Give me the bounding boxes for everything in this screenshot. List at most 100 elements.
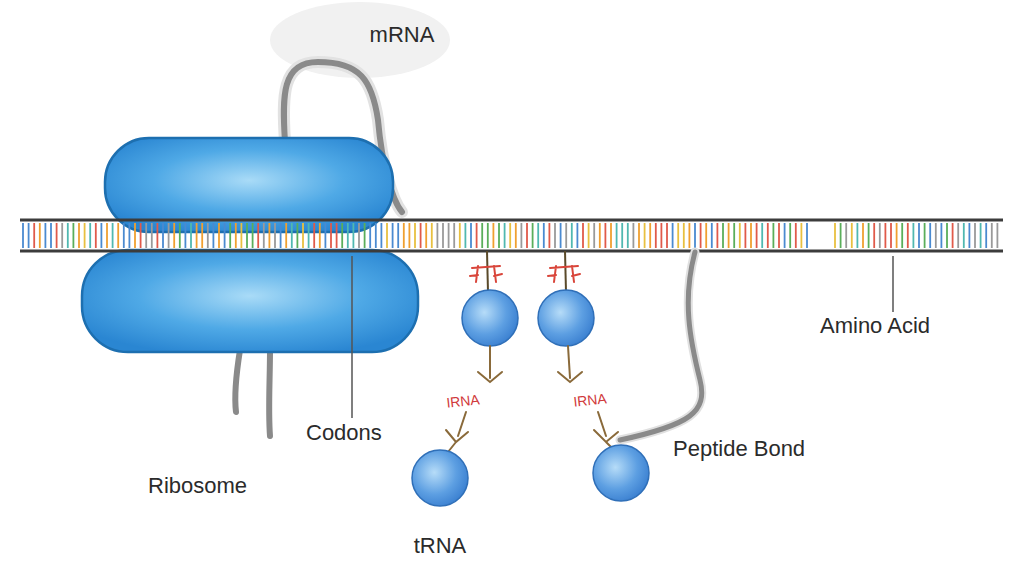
base-tick bbox=[638, 223, 640, 248]
base-tick bbox=[694, 223, 696, 248]
anticodon-mark bbox=[470, 266, 502, 282]
base-tick bbox=[661, 223, 663, 248]
base-tick bbox=[207, 223, 209, 248]
base-tick bbox=[168, 223, 170, 248]
molecule-label: mRNA bbox=[370, 24, 435, 46]
part-label: Peptide Bond bbox=[673, 438, 805, 460]
base-tick bbox=[717, 223, 719, 248]
base-tick bbox=[420, 223, 422, 248]
base-tick bbox=[470, 223, 472, 248]
part-label: Codons bbox=[306, 422, 382, 444]
base-tick bbox=[492, 223, 494, 248]
base-tick bbox=[397, 223, 399, 248]
trna-tag: IRNA bbox=[573, 391, 608, 408]
base-tick bbox=[212, 223, 214, 248]
trna-stalk bbox=[487, 251, 488, 292]
ribosome-small-subunit bbox=[105, 138, 393, 232]
base-tick bbox=[935, 223, 937, 248]
base-tick bbox=[442, 223, 444, 248]
base-tick bbox=[750, 223, 752, 248]
base-tick bbox=[773, 223, 775, 248]
base-tick bbox=[554, 223, 556, 248]
base-tick bbox=[504, 223, 506, 248]
base-tick bbox=[840, 223, 842, 248]
base-tick bbox=[476, 223, 478, 248]
base-tick bbox=[22, 223, 24, 248]
mrna-backbone bbox=[20, 250, 1003, 253]
base-tick bbox=[672, 223, 674, 248]
base-tick bbox=[621, 223, 623, 248]
base-tick bbox=[745, 223, 747, 248]
base-tick bbox=[285, 223, 287, 248]
base-tick bbox=[162, 223, 164, 248]
base-tick bbox=[89, 223, 91, 248]
base-tick bbox=[728, 223, 730, 248]
base-tick bbox=[101, 223, 103, 248]
anticodon-mark bbox=[548, 266, 580, 282]
base-tick bbox=[84, 223, 86, 248]
base-tick bbox=[845, 223, 847, 248]
base-tick bbox=[336, 223, 338, 248]
base-tick bbox=[677, 223, 679, 248]
base-tick bbox=[184, 223, 186, 248]
base-tick bbox=[946, 223, 948, 248]
base-tick bbox=[369, 223, 371, 248]
base-tick bbox=[885, 223, 887, 248]
base-tick bbox=[633, 223, 635, 248]
base-tick bbox=[543, 223, 545, 248]
base-tick bbox=[117, 223, 119, 248]
base-tick bbox=[873, 223, 875, 248]
base-tick bbox=[705, 223, 707, 248]
base-tick bbox=[431, 223, 433, 248]
base-tick bbox=[980, 223, 982, 248]
base-tick bbox=[509, 223, 511, 248]
base-tick bbox=[577, 223, 579, 248]
base-tick bbox=[739, 223, 741, 248]
base-tick bbox=[487, 223, 489, 248]
base-tick bbox=[610, 223, 612, 248]
base-tick bbox=[700, 223, 702, 248]
base-tick bbox=[67, 223, 69, 248]
base-tick bbox=[655, 223, 657, 248]
base-tick bbox=[532, 223, 534, 248]
leader-line bbox=[892, 256, 894, 312]
base-tick bbox=[106, 223, 108, 248]
trna-stalk bbox=[565, 251, 566, 292]
base-tick bbox=[560, 223, 562, 248]
amino-acid-ball bbox=[593, 445, 649, 501]
base-tick bbox=[644, 223, 646, 248]
base-tick bbox=[605, 223, 607, 248]
base-tick bbox=[112, 223, 114, 248]
base-tick bbox=[173, 223, 175, 248]
trna-molecule bbox=[538, 251, 649, 501]
base-tick bbox=[224, 223, 226, 248]
base-tick bbox=[991, 223, 993, 248]
base-tick bbox=[834, 223, 836, 248]
base-tick bbox=[179, 223, 181, 248]
base-tick bbox=[806, 223, 808, 248]
base-tick bbox=[229, 223, 231, 248]
base-tick bbox=[45, 223, 47, 248]
base-tick bbox=[240, 223, 242, 248]
base-tick bbox=[588, 223, 590, 248]
part-label: Amino Acid bbox=[820, 315, 930, 337]
base-tick bbox=[857, 223, 859, 248]
base-tick bbox=[296, 223, 298, 248]
base-tick bbox=[924, 223, 926, 248]
base-tick bbox=[498, 223, 500, 248]
base-tick bbox=[616, 223, 618, 248]
base-tick bbox=[582, 223, 584, 248]
base-tick bbox=[862, 223, 864, 248]
base-tick bbox=[985, 223, 987, 248]
base-tick bbox=[515, 223, 517, 248]
base-tick bbox=[145, 223, 147, 248]
amino-acid-ball bbox=[538, 290, 594, 346]
base-tick bbox=[28, 223, 30, 248]
base-tick bbox=[913, 223, 915, 248]
base-tick bbox=[890, 223, 892, 248]
base-tick bbox=[537, 223, 539, 248]
base-tick bbox=[274, 223, 276, 248]
base-tick bbox=[380, 223, 382, 248]
base-tick bbox=[868, 223, 870, 248]
base-tick bbox=[907, 223, 909, 248]
